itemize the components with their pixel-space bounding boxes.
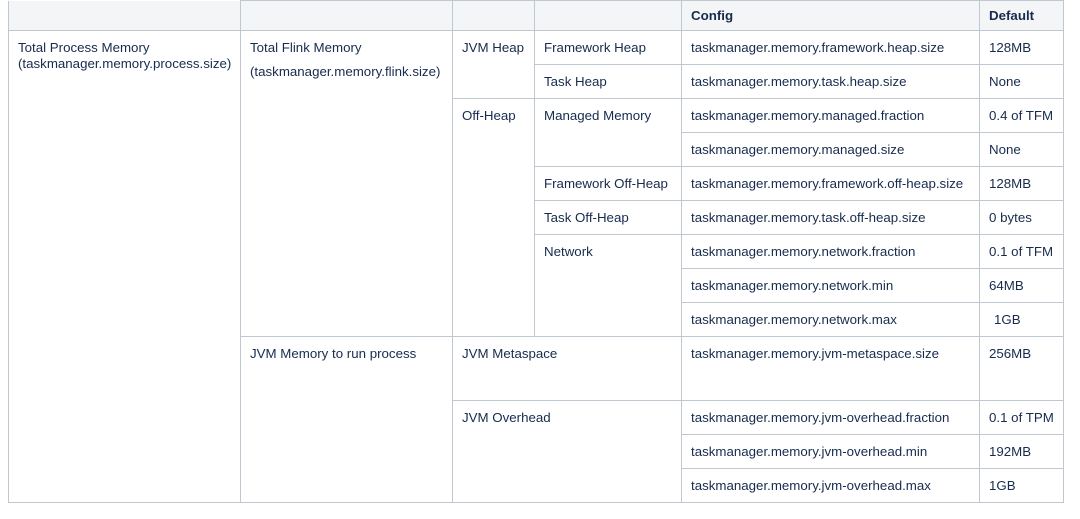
config-cell: taskmanager.memory.managed.size — [681, 132, 980, 167]
config-cell: taskmanager.memory.jvm-overhead.max — [681, 468, 980, 503]
jvm-memory-cell: JVM Memory to run process — [240, 336, 453, 503]
component-cell: Framework Heap — [534, 30, 682, 65]
default-cell: 64MB — [979, 268, 1064, 303]
config-cell: taskmanager.memory.task.heap.size — [681, 64, 980, 99]
total-flink-memory-label: Total Flink Memory — [250, 40, 362, 55]
config-cell: taskmanager.memory.managed.fraction — [681, 98, 980, 133]
default-cell: 0.4 of TFM — [979, 98, 1064, 133]
off-heap-cell: Off-Heap — [452, 98, 535, 337]
config-cell: taskmanager.memory.task.off-heap.size — [681, 200, 980, 235]
table-row: Framework Off-Heap taskmanager.memory.fr… — [9, 166, 1064, 201]
config-cell: taskmanager.memory.network.max — [681, 302, 980, 337]
header-config: Config — [681, 0, 980, 31]
table-row: Off-Heap Managed Memory taskmanager.memo… — [9, 98, 1064, 337]
config-cell: taskmanager.memory.jvm-overhead.fraction — [681, 400, 980, 435]
default-cell: 0.1 of TFM — [979, 234, 1064, 269]
table-row: JVM Overhead taskmanager.memory.jvm-over… — [9, 400, 1064, 503]
default-cell: 0 bytes — [979, 200, 1064, 235]
component-cell: JVM Metaspace — [452, 336, 682, 401]
component-cell: Network — [534, 234, 682, 337]
component-cell: JVM Overhead — [452, 400, 682, 503]
default-cell: 256MB — [979, 336, 1064, 401]
config-cell: taskmanager.memory.framework.heap.size — [681, 30, 980, 65]
total-process-memory-cell: Total Process Memory (taskmanager.memory… — [8, 30, 241, 503]
jvm-heap-cell: JVM Heap — [452, 30, 535, 99]
default-cell: None — [979, 64, 1064, 99]
table-header-row: Config Default — [8, 0, 1064, 31]
table-row: taskmanager.memory.jvm-overhead.max 1GB — [9, 468, 1064, 503]
total-process-memory-label: Total Process Memory — [18, 40, 150, 55]
default-cell: 0.1 of TPM — [979, 400, 1064, 435]
header-cell-empty-1 — [8, 0, 241, 31]
table-row: taskmanager.memory.managed.size None — [9, 132, 1064, 167]
memory-config-table: Config Default Total Process Memory (tas… — [8, 0, 1064, 503]
header-cell-empty-3 — [452, 0, 535, 31]
header-cell-empty-2 — [240, 0, 453, 31]
config-cell: taskmanager.memory.network.min — [681, 268, 980, 303]
config-cell: taskmanager.memory.framework.off-heap.si… — [681, 166, 980, 201]
component-cell: Framework Off-Heap — [534, 166, 682, 201]
default-cell: 1GB — [979, 468, 1064, 503]
table-row: Network taskmanager.memory.network.fract… — [9, 234, 1064, 337]
table-row: taskmanager.memory.jvm-overhead.min 192M… — [9, 434, 1064, 469]
component-cell: Managed Memory — [534, 98, 682, 167]
table-row: JVM Memory to run process JVM Metaspace … — [9, 336, 1064, 503]
default-cell: 128MB — [979, 166, 1064, 201]
total-flink-memory-key: (taskmanager.memory.flink.size) — [250, 64, 441, 79]
default-cell: None — [979, 132, 1064, 167]
memory-config-table-wrapper: Config Default Total Process Memory (tas… — [8, 0, 1064, 503]
component-cell: Task Heap — [534, 64, 682, 99]
config-cell: taskmanager.memory.jvm-metaspace.size — [681, 336, 980, 401]
header-default: Default — [979, 0, 1064, 31]
total-flink-memory-cell: Total Flink Memory (taskmanager.memory.f… — [240, 30, 453, 337]
default-cell: 128MB — [979, 30, 1064, 65]
config-cell: taskmanager.memory.jvm-overhead.min — [681, 434, 980, 469]
header-cell-empty-4 — [534, 0, 682, 31]
table-row: taskmanager.memory.network.max 1GB — [9, 302, 1064, 337]
table-row: Task Off-Heap taskmanager.memory.task.of… — [9, 200, 1064, 235]
default-cell: 1GB — [979, 302, 1064, 337]
config-cell: taskmanager.memory.network.fraction — [681, 234, 980, 269]
table-row: Total Process Memory (taskmanager.memory… — [8, 30, 1064, 503]
table-row: Task Heap taskmanager.memory.task.heap.s… — [9, 64, 1064, 99]
component-cell: Task Off-Heap — [534, 200, 682, 235]
default-cell: 192MB — [979, 434, 1064, 469]
total-process-memory-key: (taskmanager.memory.process.size) — [18, 56, 232, 71]
